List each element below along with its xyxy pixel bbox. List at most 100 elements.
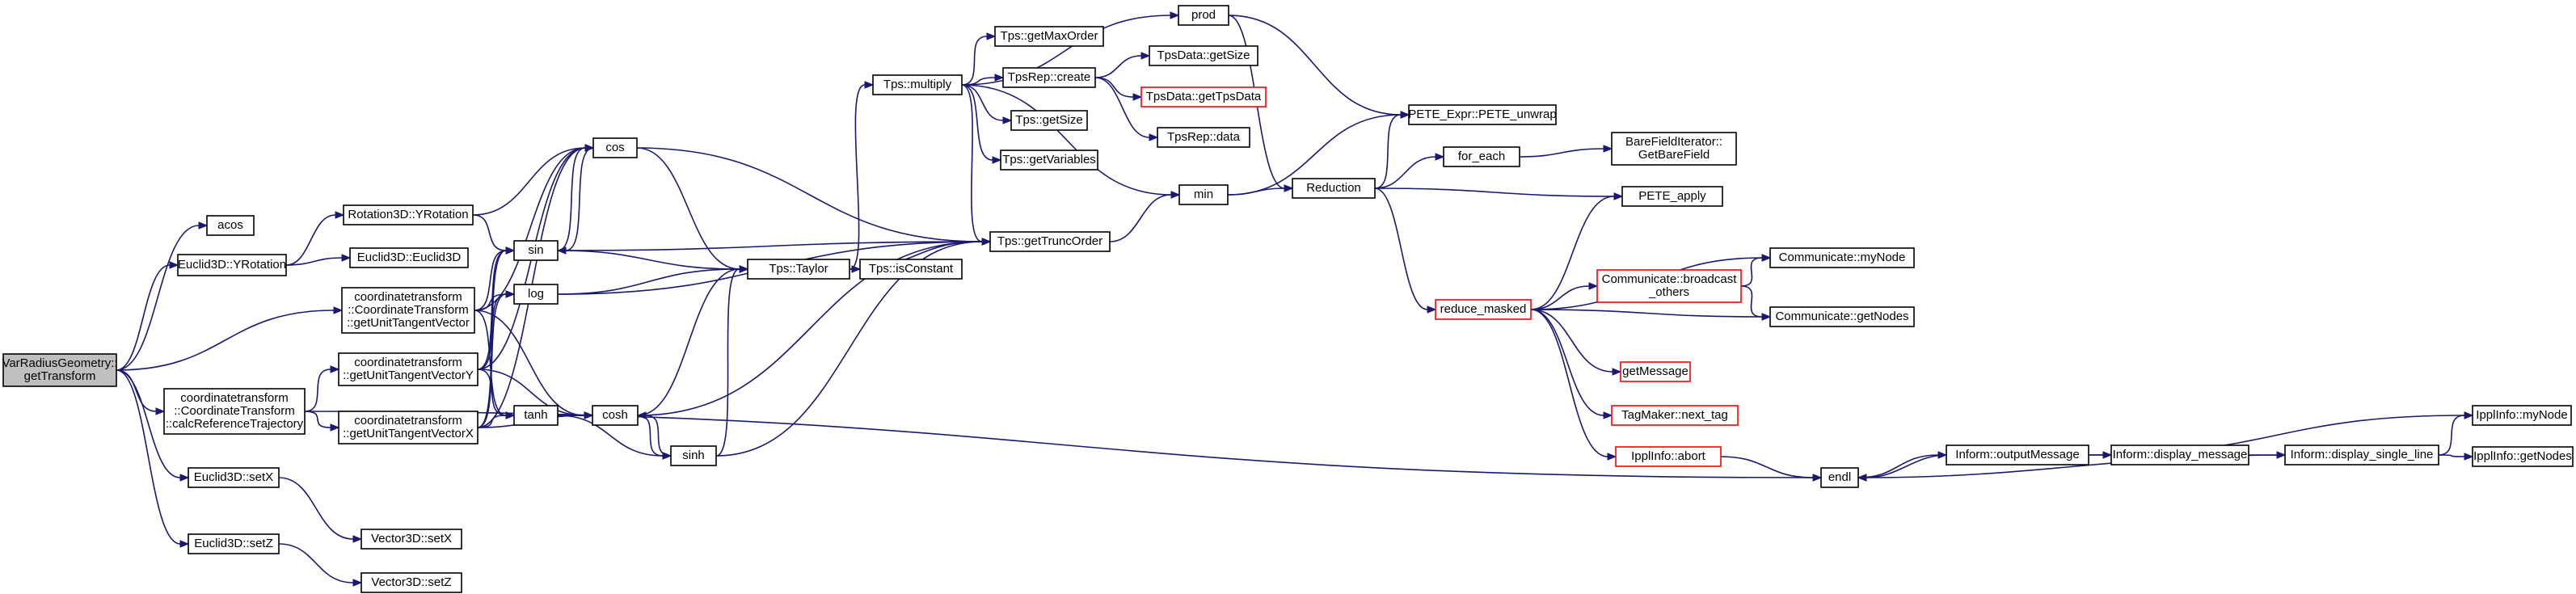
edge-arrowhead <box>198 221 209 230</box>
node-acos[interactable]: acos <box>206 215 255 236</box>
edge-arrowhead <box>352 535 363 543</box>
node-label: sinh <box>682 449 705 462</box>
node-coord_x[interactable]: coordinatetransform::getUnitTangentVecto… <box>338 411 479 444</box>
node-coord_calc[interactable]: coordinatetransform::CoordinateTransform… <box>163 388 306 435</box>
node-comm_getnodes[interactable]: Communicate::getNodes <box>1769 306 1915 327</box>
node-tps_getvars[interactable]: Tps::getVariables <box>1000 150 1098 171</box>
edge-arrowhead <box>352 579 363 587</box>
node-label: TpsData::getSize <box>1157 48 1250 62</box>
node-ipplinfo_mynode[interactable]: IpplInfo::myNode <box>2472 405 2572 426</box>
edge-arrowhead <box>1603 411 1613 419</box>
node-label: ::CoordinateTransform <box>174 404 295 418</box>
node-tps_getmaxorder[interactable]: Tps::getMaxOrder <box>994 26 1104 47</box>
node-comm_mynode[interactable]: Communicate::myNode <box>1769 247 1915 268</box>
node-getmessage[interactable]: getMessage <box>1620 361 1691 382</box>
node-label: _others <box>1648 285 1689 299</box>
node-tpsrep_create[interactable]: TpsRep::create <box>1002 67 1096 88</box>
node-barefield[interactable]: BareFieldIterator::GetBareField <box>1611 132 1737 166</box>
node-for_each[interactable]: for_each <box>1443 146 1520 167</box>
edge-inform_single-to-ipplinfo_mynode <box>2438 415 2465 456</box>
node-box <box>1435 299 1532 320</box>
node-label: PETE_Expr::PETE_unwrap <box>1408 107 1556 121</box>
edge-sin-to-tps_gettrunc <box>557 241 983 251</box>
node-label: reduce_masked <box>1440 302 1527 316</box>
node-euclid_setx[interactable]: Euclid3D::setX <box>188 467 280 488</box>
node-tanh[interactable]: tanh <box>513 405 559 426</box>
node-vec_setx[interactable]: Vector3D::setX <box>360 529 462 550</box>
edge-arrowhead <box>2464 411 2474 419</box>
node-box <box>1443 146 1520 167</box>
node-label: coordinatetransform <box>354 414 462 428</box>
node-box <box>2 353 117 387</box>
node-endl[interactable]: endl <box>1820 467 1859 488</box>
edge-tpsrep_create-to-tpsrep_data <box>1094 77 1150 138</box>
edge-cos-to-tps_taylor <box>636 147 740 270</box>
edge-arrowhead <box>2464 453 2474 461</box>
node-prod[interactable]: prod <box>1178 5 1229 26</box>
node-reduction[interactable]: Reduction <box>1292 178 1376 199</box>
node-tps_multiply[interactable]: Tps::multiply <box>872 74 963 95</box>
node-coord_getunit[interactable]: coordinatetransform::CoordinateTransform… <box>341 287 475 334</box>
edge-coord_getunit-to-tanh <box>474 310 507 416</box>
node-box <box>1178 5 1229 26</box>
node-sinh[interactable]: sinh <box>670 445 717 466</box>
node-box <box>1178 184 1229 205</box>
node-ipplinfo_abort[interactable]: IpplInfo::abort <box>1615 446 1722 467</box>
node-comm_broadcast[interactable]: Communicate::broadcast_others <box>1596 269 1742 303</box>
node-tps_isconst[interactable]: Tps::isConstant <box>859 259 963 280</box>
edge-coord_x-to-sin <box>477 250 507 428</box>
node-euclid_ctor[interactable]: Euclid3D::Euclid3D <box>349 247 469 268</box>
node-inform_display[interactable]: Inform::display_message <box>2110 444 2249 466</box>
node-box <box>1010 110 1088 131</box>
edge-for_each-to-barefield <box>1519 148 1604 158</box>
node-euclid_yrot[interactable]: Euclid3D::YRotation <box>177 254 287 276</box>
node-box <box>513 284 559 305</box>
node-tpsrep_data[interactable]: TpsRep::data <box>1157 127 1250 148</box>
edge-arrowhead <box>1603 145 1613 153</box>
node-tpsdata_gettpsdata[interactable]: TpsData::getTpsData <box>1140 86 1267 107</box>
edge-arrowhead <box>1761 254 1772 262</box>
node-box <box>2110 444 2249 466</box>
node-cosh[interactable]: cosh <box>592 405 639 426</box>
node-label: Tps::getSize <box>1015 113 1082 127</box>
edge-min-to-reduction <box>1227 187 1285 196</box>
node-tps_taylor[interactable]: Tps::Taylor <box>747 259 850 280</box>
node-label: getTransform <box>24 369 96 383</box>
node-label: ::getUnitTangentVector <box>347 316 470 330</box>
node-root[interactable]: VarRadiusGeometry::getTransform <box>2 353 118 387</box>
node-label: Communicate::broadcast <box>1602 272 1738 286</box>
node-box <box>338 352 479 386</box>
node-tpsdata_getsize[interactable]: TpsData::getSize <box>1149 45 1258 66</box>
node-coord_y[interactable]: coordinatetransform::getUnitTangentVecto… <box>338 352 479 386</box>
edge-rot3d_yrot-to-cos <box>472 147 586 216</box>
node-log[interactable]: log <box>513 284 559 305</box>
node-tps_gettrunc[interactable]: Tps::getTruncOrder <box>989 231 1111 252</box>
edge-arrowhead <box>1812 474 1823 482</box>
node-box <box>1408 104 1557 125</box>
node-inform_single[interactable]: Inform::display_single_line <box>2284 444 2439 466</box>
node-label: Tps::Taylor <box>769 262 828 276</box>
node-tps_getsize[interactable]: Tps::getSize <box>1010 110 1088 131</box>
node-min[interactable]: min <box>1178 184 1229 205</box>
node-sin[interactable]: sin <box>513 240 559 261</box>
node-cos[interactable]: cos <box>592 137 638 158</box>
node-ipplinfo_getnodes[interactable]: IpplInfo::getNodes <box>2472 446 2574 467</box>
node-inform_output[interactable]: Inform::outputMessage <box>1946 444 2089 466</box>
node-reduce_masked[interactable]: reduce_masked <box>1435 299 1532 320</box>
edge-arrowhead <box>1132 93 1143 101</box>
edge-arrowhead <box>1284 184 1294 192</box>
edge-sin-to-cos <box>557 147 586 251</box>
node-pete_unwrap[interactable]: PETE_Expr::PETE_unwrap <box>1408 104 1557 125</box>
node-label: Euclid3D::YRotation <box>178 258 286 272</box>
node-euclid_setz[interactable]: Euclid3D::setZ <box>188 533 280 554</box>
edge-arrowhead <box>330 423 340 432</box>
node-box <box>177 254 287 276</box>
node-label: coordinatetransform <box>180 391 288 405</box>
node-box <box>343 204 474 225</box>
node-label: log <box>528 287 544 301</box>
node-tagmaker[interactable]: TagMaker::next_tag <box>1611 405 1739 426</box>
node-rot3d_yrot[interactable]: Rotation3D::YRotation <box>343 204 474 225</box>
node-box <box>341 287 475 334</box>
node-vec_setz[interactable]: Vector3D::setZ <box>360 572 462 593</box>
node-pete_apply[interactable]: PETE_apply <box>1621 186 1723 207</box>
